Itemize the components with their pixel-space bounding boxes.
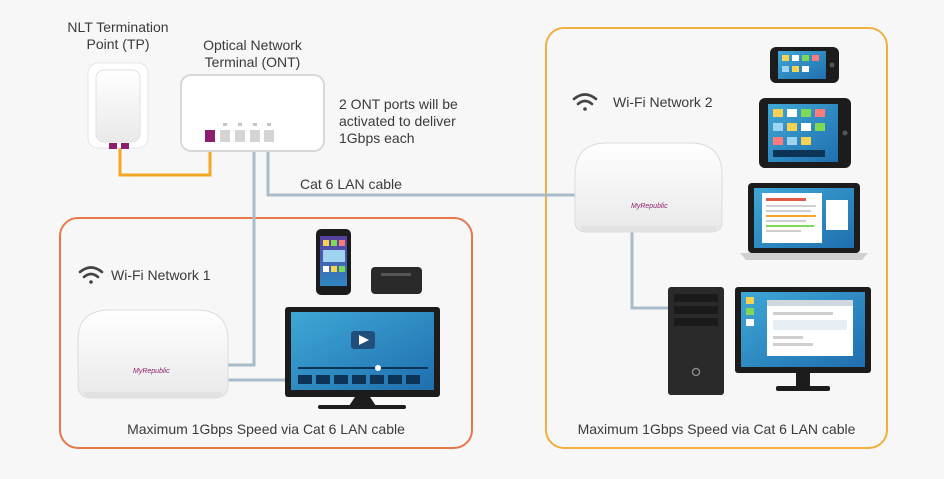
tp-label: NLT Termination Point (TP) bbox=[52, 19, 184, 53]
ont-label: Optical Network Terminal (ONT) bbox=[180, 37, 325, 71]
router2-brand: MyRepublic bbox=[631, 203, 668, 210]
desktop-tower bbox=[668, 287, 724, 395]
ont-note-line2: activated to deliver bbox=[339, 113, 456, 129]
network2-box bbox=[545, 27, 888, 449]
ont-label-line1: Optical Network bbox=[203, 37, 302, 53]
monitor bbox=[735, 287, 871, 391]
smartphone-1 bbox=[316, 229, 351, 295]
tp-label-line1: NLT Termination bbox=[67, 19, 169, 35]
wifi-icon-network1 bbox=[78, 266, 104, 284]
network1-name: Wi-Fi Network 1 bbox=[111, 267, 211, 283]
wifi-icon-network2 bbox=[572, 93, 598, 111]
tablet bbox=[759, 98, 851, 168]
ont-note-line1: 2 ONT ports will be bbox=[339, 96, 458, 112]
set-top-box bbox=[371, 267, 422, 294]
smartphone-2 bbox=[770, 47, 839, 83]
router1-brand: MyRepublic bbox=[133, 368, 170, 375]
network2-footer: Maximum 1Gbps Speed via Cat 6 LAN cable bbox=[577, 421, 856, 437]
router-1 bbox=[77, 309, 229, 399]
ont-note: 2 ONT ports will be activated to deliver… bbox=[339, 96, 499, 147]
network1-footer: Maximum 1Gbps Speed via Cat 6 LAN cable bbox=[127, 421, 405, 437]
termination-point bbox=[87, 62, 149, 149]
fiber-cable bbox=[118, 140, 212, 177]
laptop bbox=[740, 183, 868, 260]
ont-device bbox=[180, 74, 325, 152]
television bbox=[285, 307, 440, 409]
network1-box bbox=[59, 217, 473, 449]
router-2 bbox=[574, 142, 723, 233]
network2-name: Wi-Fi Network 2 bbox=[613, 94, 713, 110]
ont-label-line2: Terminal (ONT) bbox=[204, 54, 301, 70]
lan-cables bbox=[228, 142, 668, 382]
cable-label: Cat 6 LAN cable bbox=[300, 176, 402, 192]
ont-note-line3: 1Gbps each bbox=[339, 130, 415, 146]
tp-label-line2: Point (TP) bbox=[86, 36, 150, 52]
